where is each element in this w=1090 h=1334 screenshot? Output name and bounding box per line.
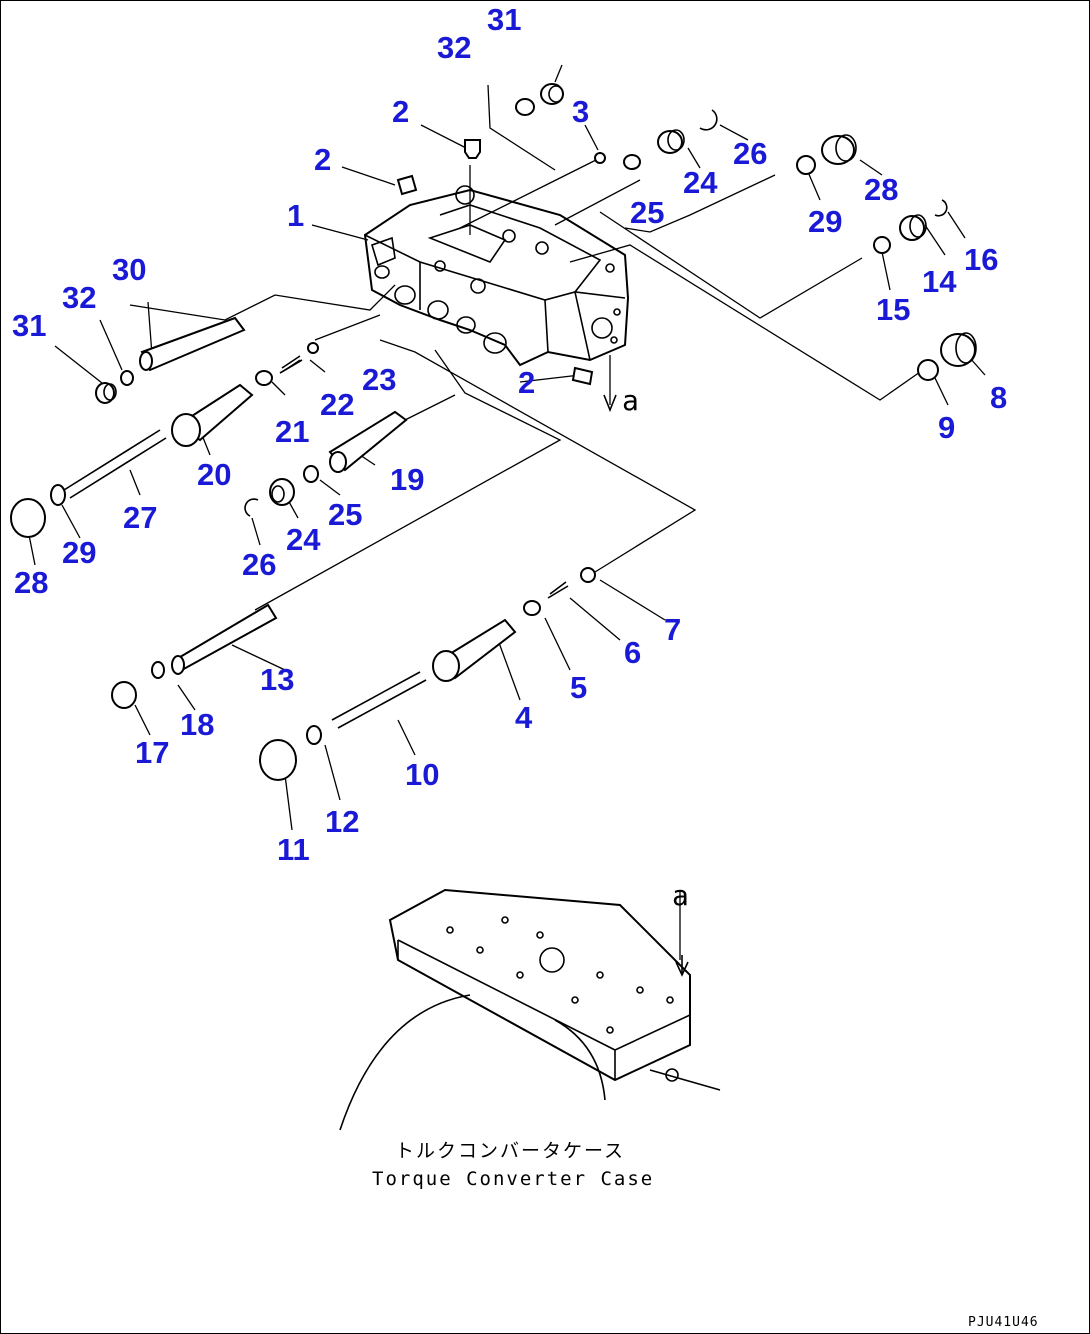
callout-31: 31 (487, 2, 521, 37)
callout-22: 22 (320, 387, 354, 422)
callout-19: 19 (390, 462, 424, 497)
callout-18: 18 (180, 707, 214, 742)
callout-24: 24 (683, 165, 718, 200)
callout-17: 17 (135, 735, 169, 770)
callout-25: 25 (328, 497, 362, 532)
callout-1: 1 (287, 198, 304, 233)
callout-23: 23 (362, 362, 396, 397)
leader-lines (27, 64, 986, 960)
view-marker-a: a (622, 384, 639, 417)
callout-12: 12 (325, 804, 359, 839)
callout-3: 3 (572, 94, 589, 129)
view-arrow-icon (603, 394, 617, 413)
callout-31: 31 (12, 308, 46, 343)
callout-13: 13 (260, 662, 294, 697)
callout-26: 26 (733, 136, 767, 171)
plugs-on-body (396, 139, 606, 386)
callout-11: 11 (277, 832, 310, 867)
callout-27: 27 (123, 500, 157, 535)
callout-20: 20 (197, 457, 231, 492)
callout-16: 16 (964, 242, 998, 277)
callout-4: 4 (515, 700, 533, 735)
callout-26: 26 (242, 547, 276, 582)
callout-15: 15 (876, 292, 910, 327)
view-marker-a-case: a (672, 879, 689, 912)
caption-english: Torque Converter Case (372, 1168, 654, 1190)
callout-5: 5 (570, 670, 587, 705)
torque-converter-case (339, 888, 721, 1131)
callout-7: 7 (664, 612, 681, 647)
valve-body (363, 185, 630, 367)
callout-29: 29 (808, 204, 842, 239)
caption-japanese: トルクコンバータケース (395, 1140, 625, 1162)
callout-9: 9 (938, 410, 955, 445)
callout-10: 10 (405, 757, 439, 792)
callout-21: 21 (275, 414, 309, 449)
callout-29: 29 (62, 535, 96, 570)
callout-28: 28 (864, 172, 898, 207)
left-side-parts (10, 316, 408, 538)
callout-2: 2 (392, 94, 409, 129)
callout-2: 2 (314, 142, 331, 177)
upper-right-parts (515, 83, 977, 381)
callout-32: 32 (437, 30, 471, 65)
callout-6: 6 (624, 635, 641, 670)
callout-24: 24 (286, 522, 321, 557)
callout-30: 30 (112, 252, 146, 287)
callout-28: 28 (14, 565, 48, 600)
callout-8: 8 (990, 380, 1007, 415)
callout-25: 25 (630, 195, 664, 230)
lower-parts (111, 567, 596, 781)
callout-2: 2 (518, 365, 535, 400)
callout-32: 32 (62, 280, 96, 315)
callout-14: 14 (922, 264, 957, 299)
drawing-code: PJU41U46 (968, 1315, 1039, 1330)
